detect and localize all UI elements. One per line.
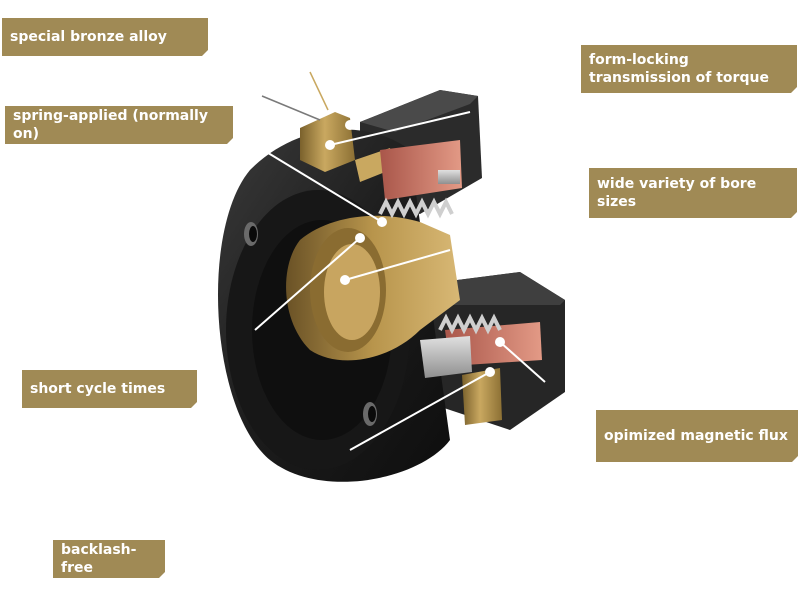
label-magnetic-flux: opimized magnetic flux — [596, 410, 798, 462]
upper-coil-section — [380, 140, 462, 200]
label-special-bronze-alloy: special bronze alloy — [2, 18, 208, 56]
label-bore-sizes: wide variety of bore sizes — [589, 168, 797, 218]
leader-bore-sizes — [344, 249, 451, 281]
lower-spring — [438, 313, 502, 335]
label-backlash-free: backlash-free — [53, 540, 165, 578]
label-short-cycle-times: short cycle times — [22, 370, 197, 408]
lead-wires — [261, 71, 329, 121]
label-text-line2: sizes — [597, 194, 637, 210]
label-form-locking: form-locking transmission of torque — [581, 45, 797, 93]
leader-lines — [254, 111, 546, 451]
label-text: backlash-free — [61, 542, 137, 576]
label-spring-applied: spring-applied (normally on) — [5, 106, 233, 144]
label-text: spring-applied (normally on) — [13, 108, 208, 142]
label-text-line1: wide variety of bore — [597, 176, 757, 192]
leader-magnetic-flux — [499, 341, 546, 383]
lower-coil-section — [420, 322, 542, 378]
leader-short-cycle — [254, 237, 361, 331]
label-text-line1: form-locking — [589, 52, 689, 68]
upper-spring — [378, 197, 454, 219]
label-text: opimized magnetic flux — [604, 428, 788, 444]
leader-endpoints — [325, 120, 505, 377]
label-text-line2: transmission of torque — [589, 70, 769, 86]
leader-form-locking — [329, 111, 471, 146]
bronze-hub-bore — [286, 215, 460, 361]
label-text: short cycle times — [30, 381, 166, 397]
leader-spring-applied — [254, 144, 383, 223]
label-text: special bronze alloy — [10, 29, 167, 45]
leader-backlash-free — [349, 371, 491, 451]
